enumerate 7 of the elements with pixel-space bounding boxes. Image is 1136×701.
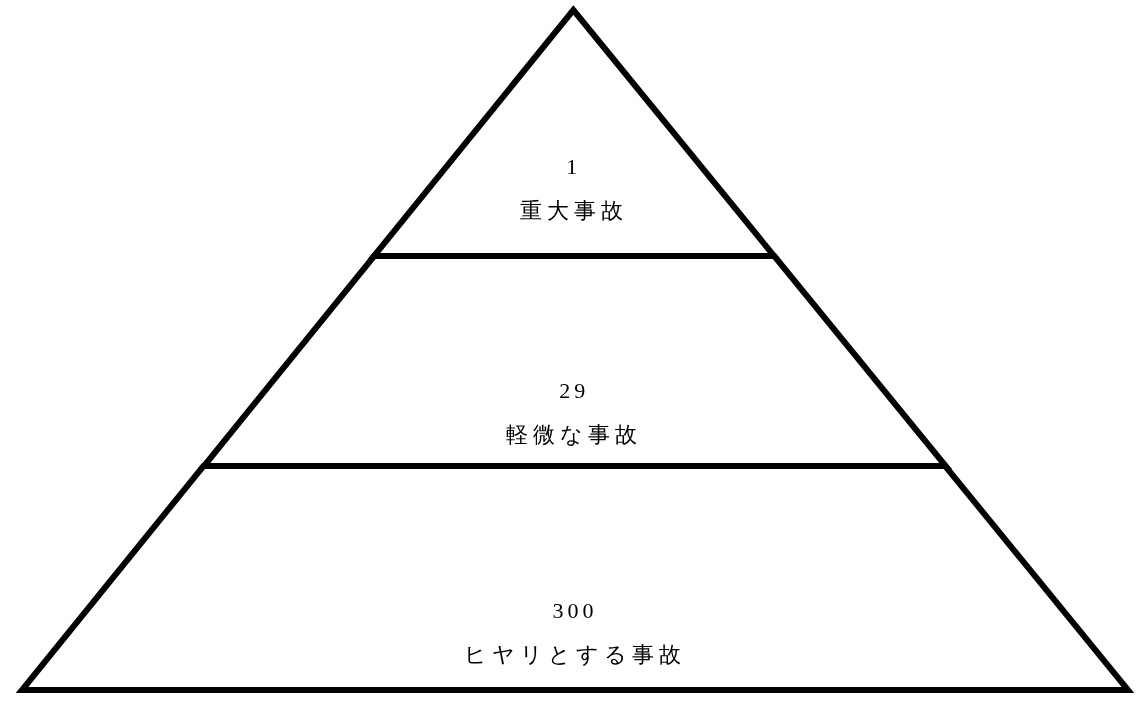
tier-count: 29: [559, 380, 590, 402]
tier-label: 重大事故: [519, 200, 628, 222]
tier-label: 軽微な事故: [506, 424, 643, 446]
tier-count: 300: [552, 600, 598, 622]
tier-label: ヒヤリとする事故: [464, 644, 686, 666]
tier-count: 1: [566, 156, 582, 178]
pyramid-tier: [18, 462, 1132, 694]
